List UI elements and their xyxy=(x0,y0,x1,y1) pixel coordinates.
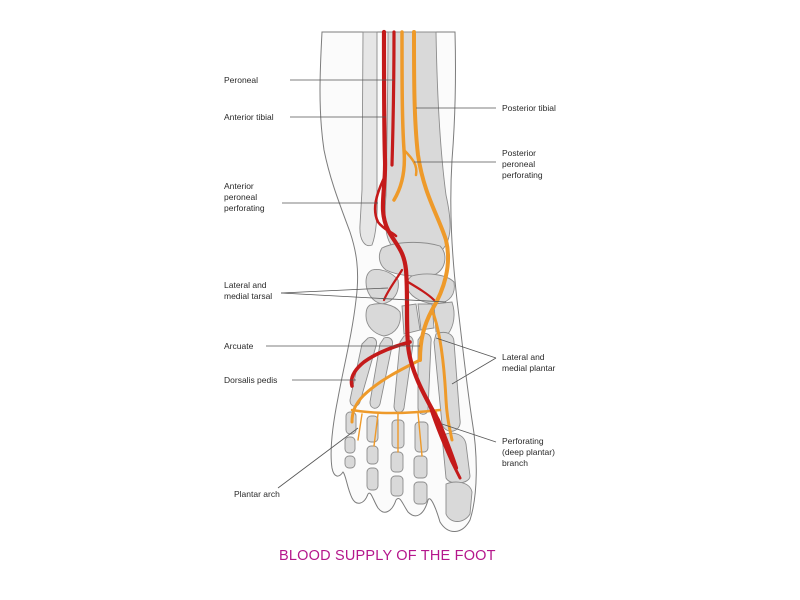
label-posterior-tibial: Posterior tibial xyxy=(502,103,556,113)
phalanx-1b xyxy=(446,482,472,521)
left-labels: Peroneal Anterior tibial Anterior perone… xyxy=(224,75,280,499)
phalanx-4c xyxy=(367,468,378,490)
label-posterior-peroneal-perforating-3: perforating xyxy=(502,170,543,180)
diagram-caption: BLOOD SUPPLY OF THE FOOT xyxy=(279,548,496,564)
label-posterior-peroneal-perforating-2: peroneal xyxy=(502,159,535,169)
label-anterior-peroneal-perforating-1: Anterior xyxy=(224,181,254,191)
phalanx-4b xyxy=(367,446,378,464)
label-anterior-peroneal-perforating-2: peroneal xyxy=(224,192,257,202)
label-anterior-peroneal-perforating-3: perforating xyxy=(224,203,265,213)
label-lateral-medial-tarsal-1: Lateral and xyxy=(224,280,267,290)
label-plantar-arch: Plantar arch xyxy=(234,489,280,499)
phalanx-3c xyxy=(391,476,403,496)
label-posterior-peroneal-perforating-1: Posterior xyxy=(502,148,536,158)
label-perforating-branch-2: (deep plantar) xyxy=(502,447,555,457)
label-arcuate: Arcuate xyxy=(224,341,254,351)
label-lateral-medial-tarsal-2: medial tarsal xyxy=(224,291,272,301)
talus xyxy=(379,242,445,276)
label-lateral-medial-plantar-1: Lateral and xyxy=(502,352,545,362)
label-dorsalis-pedis: Dorsalis pedis xyxy=(224,375,277,385)
label-peroneal: Peroneal xyxy=(224,75,258,85)
label-lateral-medial-plantar-2: medial plantar xyxy=(502,363,556,373)
label-perforating-branch-3: branch xyxy=(502,458,528,468)
phalanx-2c xyxy=(414,482,427,504)
phalanx-5b xyxy=(345,437,355,453)
label-perforating-branch-1: Perforating xyxy=(502,436,544,446)
phalanx-5c xyxy=(345,456,355,468)
phalanx-3b xyxy=(391,452,403,472)
label-anterior-tibial: Anterior tibial xyxy=(224,112,274,122)
right-labels: Posterior tibial Posterior peroneal perf… xyxy=(502,103,556,468)
phalanx-2b xyxy=(414,456,427,478)
